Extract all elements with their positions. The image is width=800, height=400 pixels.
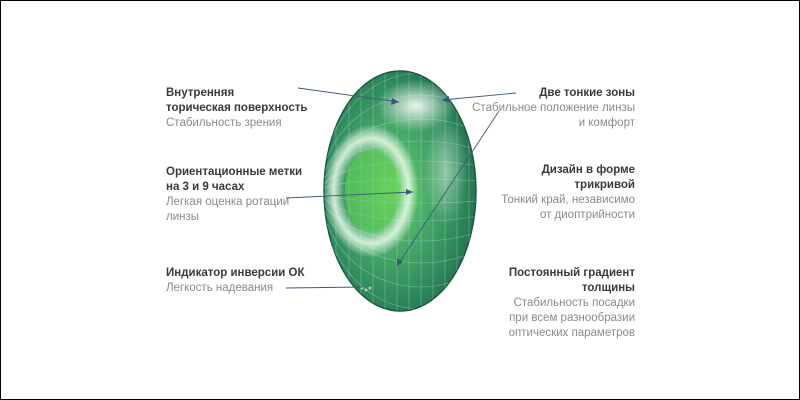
callout-line-inner-toric xyxy=(297,87,400,103)
label-subtitle: Легкая оценка ротации xyxy=(166,196,290,208)
label-title: Внутренняя xyxy=(166,87,235,99)
label-subtitle: от диоптрийности xyxy=(539,209,635,221)
label-orientation-marks: Ориентационные метки на 3 и 9 часах Легк… xyxy=(166,165,302,225)
label-title: торическая поверхность xyxy=(166,102,308,114)
label-subtitle: Стабильность зрения xyxy=(166,117,282,129)
label-subtitle: оптических параметров xyxy=(508,327,635,339)
label-subtitle: при всем разнообразии xyxy=(509,312,635,324)
label-subtitle: Легкость надевания xyxy=(166,282,274,294)
label-tricurve-design: Дизайн в форме трикривой Тонкий край, не… xyxy=(501,163,635,223)
label-subtitle: Тонкий край, независимо xyxy=(501,194,635,206)
label-subtitle: Стабильное положение линзы xyxy=(472,102,635,114)
callout-line-thin-zone-2 xyxy=(396,110,500,267)
callout-arrowheads xyxy=(391,96,449,266)
arrowhead-thin-zone xyxy=(442,96,449,103)
label-subtitle: Стабильность посадки xyxy=(513,297,635,309)
callout-lines xyxy=(285,87,517,289)
label-title: Дизайн в форме xyxy=(541,164,635,176)
label-title: на 3 и 9 часах xyxy=(166,181,245,193)
arrowhead-thin-zone-2 xyxy=(397,258,403,266)
label-inner-toric: Внутренняя торическая поверхность Стабил… xyxy=(166,86,307,131)
arrowhead-inner-toric xyxy=(391,98,399,105)
label-subtitle: линзы xyxy=(166,211,200,223)
label-title: Постоянный градиент xyxy=(508,267,635,279)
callout-line-inversion xyxy=(285,286,364,289)
arrowhead-orientation xyxy=(406,189,413,195)
label-thin-zones: Две тонкие зоны Стабильное положение лин… xyxy=(472,86,635,131)
callout-line-orientation xyxy=(285,191,414,199)
label-title: трикривой xyxy=(574,179,635,191)
label-title: Две тонкие зоны xyxy=(539,87,635,99)
label-thickness-gradient: Постоянный градиент толщины Стабильность… xyxy=(509,266,635,341)
callout-line-thin-zone xyxy=(441,92,517,101)
label-title: Индикатор инверсии ОК xyxy=(166,267,305,279)
label-title: толщины xyxy=(581,282,635,294)
label-title: Ориентационные метки xyxy=(166,166,303,178)
lens-grid xyxy=(324,71,476,311)
label-subtitle: и комфорт xyxy=(578,117,635,129)
label-inversion-indicator: Индикатор инверсии ОК Легкость надевания xyxy=(166,266,305,296)
